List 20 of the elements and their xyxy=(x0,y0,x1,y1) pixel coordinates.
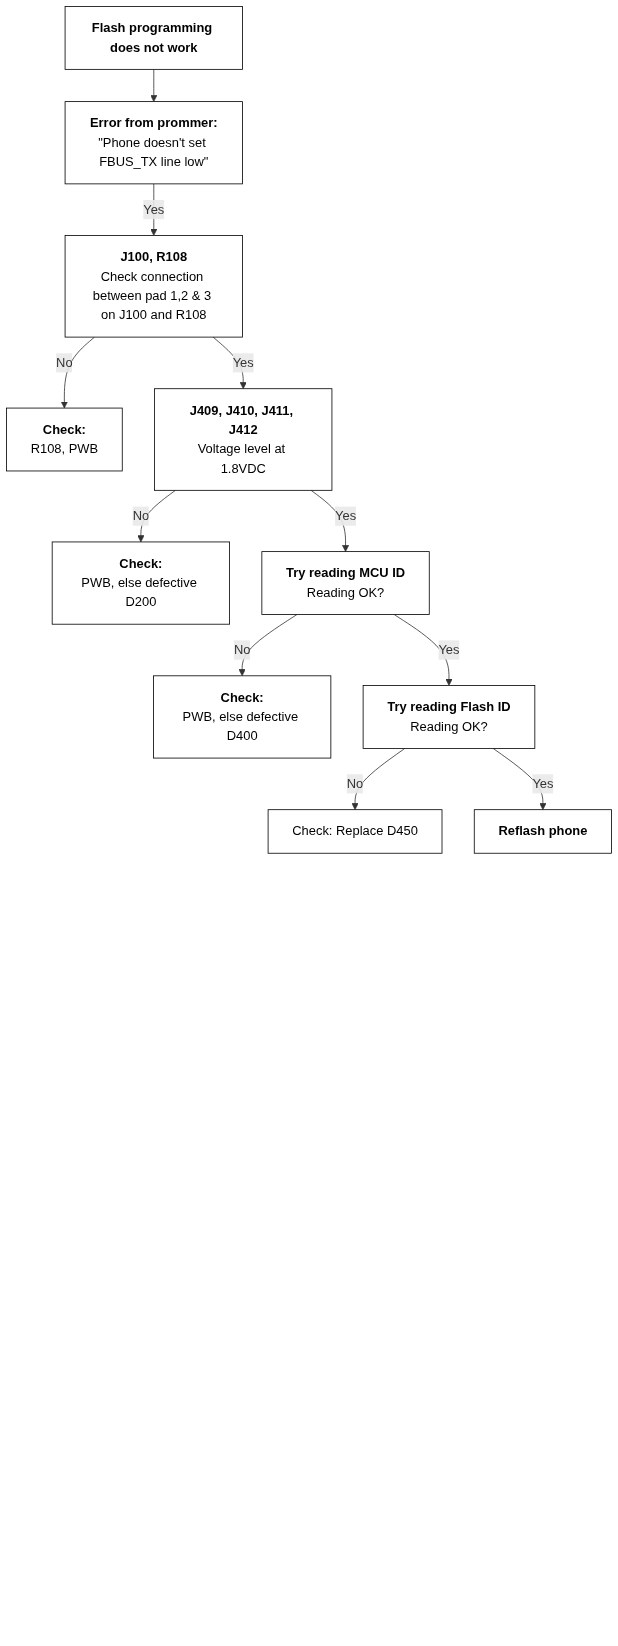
node-box: J100, R108 Check connection between pad 1,2 & 3 on J100 and R108 xyxy=(64,235,243,338)
node-box: Flash programming does not work xyxy=(64,6,243,70)
node-box: J409, J410, J411, J412 Voltage level at 1.8VDC xyxy=(154,388,333,491)
edge-label: No xyxy=(132,508,150,523)
edge-label: Yes xyxy=(438,642,460,657)
edge-label: Yes xyxy=(232,355,254,370)
node-box: Check: R108, PWB xyxy=(6,407,123,472)
node-box: Try reading Flash ID Reading OK? xyxy=(362,685,536,749)
node-box: Check: PWB, else defective D400 xyxy=(153,675,332,759)
edge-label: No xyxy=(233,642,251,657)
edge-label: No xyxy=(56,355,73,370)
node-box: Reflash phone xyxy=(473,809,612,854)
edge-label: Yes xyxy=(143,202,165,217)
edge-label: No xyxy=(346,776,364,791)
node-box: Error from prommer: "Phone doesn't set FBUS_TX line low" xyxy=(64,101,243,185)
edge-label: Yes xyxy=(532,776,554,791)
node-box: Check: PWB, else defective D200 xyxy=(51,541,230,625)
node-box: Try reading MCU ID Reading OK? xyxy=(261,551,430,615)
node-box: Check: Replace D450 xyxy=(267,809,443,854)
edge-label: Yes xyxy=(335,508,357,523)
